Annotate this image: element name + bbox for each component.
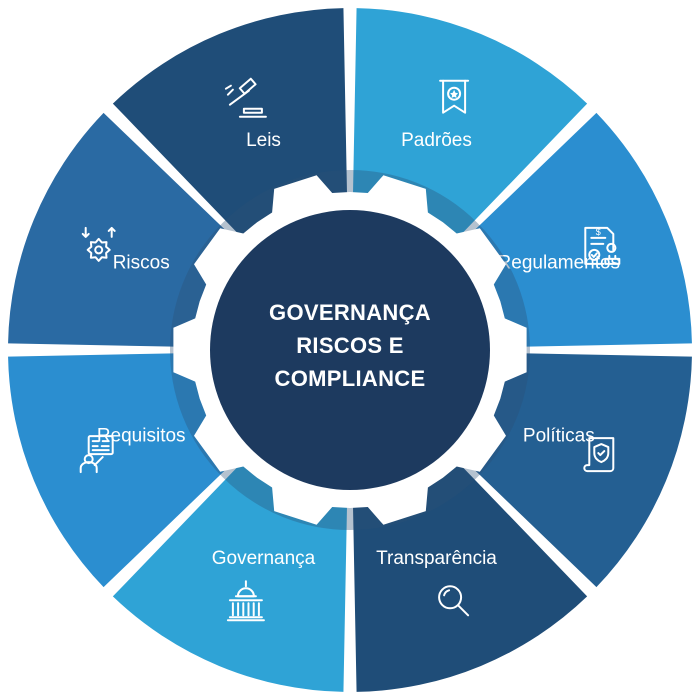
magnifier-icon [438, 585, 470, 617]
segment-riscos-label: Riscos [113, 253, 170, 274]
gear-arrows-icon [81, 226, 116, 262]
center-title-line-3: COMPLIANCE [275, 366, 426, 391]
ribbon-banner-icon [439, 79, 470, 114]
segment-riscos: Riscos [8, 112, 242, 348]
center-title-line-2: RISCOS E [296, 333, 404, 358]
segment-leis-shape [112, 8, 348, 242]
center-title-line-1: GOVERNANÇA [269, 300, 431, 325]
segment-padroes-shape [352, 8, 588, 242]
segment-governanca: Governança [112, 458, 348, 692]
presenter-board-icon [79, 435, 114, 474]
capitol-building-icon [226, 580, 265, 622]
segment-governanca-shape [112, 458, 348, 692]
segment-regulamentos: $ Regulamentos [458, 112, 692, 348]
segment-padroes-label: Padrões [401, 130, 472, 151]
segment-politicas: Políticas [458, 352, 692, 588]
segment-transparencia-label: Transparência [376, 548, 497, 569]
segment-leis: Leis [112, 8, 348, 242]
segment-transparencia: Transparência [352, 458, 588, 692]
segment-politicas-label: Políticas [523, 426, 595, 447]
segment-regulamentos-shape [458, 112, 692, 348]
segment-requisitos-label: Requisitos [97, 426, 186, 447]
segment-requisitos-shape [8, 352, 242, 588]
segment-padroes: Padrões [352, 8, 588, 242]
segment-governanca-label: Governança [212, 548, 316, 569]
center-circle [210, 210, 490, 490]
svg-text:$: $ [596, 227, 601, 237]
segment-leis-label: Leis [246, 130, 281, 151]
segment-politicas-shape [458, 352, 692, 588]
segment-requisitos: Requisitos [8, 352, 242, 588]
segment-riscos-shape [8, 112, 242, 348]
gavel-icon [224, 77, 267, 118]
scroll-shield-icon [583, 437, 615, 473]
segment-transparencia-shape [352, 458, 588, 692]
segment-regulamentos-label: Regulamentos [498, 253, 621, 274]
document-stamp-icon: $ [584, 226, 621, 265]
center-hub: GOVERNANÇA RISCOS E COMPLIANCE [210, 210, 490, 490]
